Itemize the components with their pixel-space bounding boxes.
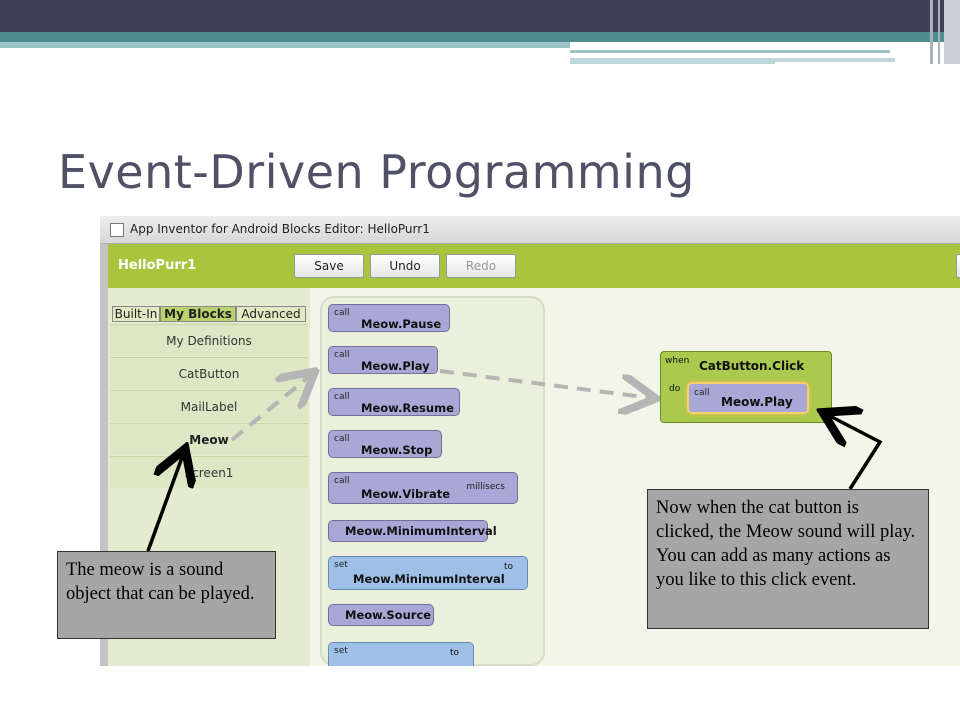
callout-meow-sound-object: The meow is a sound object that can be p…: [57, 551, 276, 639]
drawer-meow[interactable]: Meow: [110, 423, 308, 455]
drawer-maillabel[interactable]: MailLabel: [110, 390, 308, 422]
redo-button[interactable]: Redo: [446, 254, 516, 278]
meow-source-setter-partial[interactable]: set to: [328, 642, 474, 666]
save-button[interactable]: Save: [294, 254, 364, 278]
call-keyword: call: [334, 392, 350, 402]
slide-accent-line: [570, 58, 775, 64]
toolbar-button-cropped[interactable]: [956, 254, 960, 278]
to-label: to: [503, 562, 513, 572]
meow-resume-block[interactable]: call Meow.Resume: [328, 388, 460, 416]
call-keyword: call: [334, 434, 350, 444]
drawer-screen1[interactable]: Screen1: [110, 456, 308, 488]
do-keyword: do: [669, 384, 681, 394]
drawer-my-definitions[interactable]: My Definitions: [110, 324, 308, 356]
meow-source-getter[interactable]: Meow.Source: [328, 604, 434, 626]
block-label: Meow.Stop: [361, 443, 433, 457]
slide-accent-stripe: [0, 32, 960, 42]
slide-accent-line: [775, 58, 895, 62]
block-label: Meow.Resume: [361, 401, 454, 415]
meow-pause-block[interactable]: call Meow.Pause: [328, 304, 450, 332]
slide-accent-line: [570, 50, 890, 53]
meow-play-block[interactable]: call Meow.Play: [328, 346, 438, 374]
meow-stop-block[interactable]: call Meow.Stop: [328, 430, 442, 458]
to-label: to: [449, 648, 459, 658]
call-keyword: call: [334, 308, 350, 318]
meow-minimuminterval-setter[interactable]: set Meow.MinimumInterval to: [328, 556, 528, 590]
slide-title: Event-Driven Programming: [58, 145, 695, 199]
block-label: Meow.Pause: [361, 317, 442, 331]
call-keyword: call: [334, 476, 350, 486]
window-titlebar: App Inventor for Android Blocks Editor: …: [100, 216, 960, 244]
undo-button[interactable]: Undo: [370, 254, 440, 278]
blocks-flyout: call Meow.Pause call Meow.Play call Meow…: [320, 296, 545, 666]
set-keyword: set: [334, 646, 348, 656]
param-label: millisecs: [466, 482, 505, 492]
block-label: Meow.Play: [361, 359, 430, 373]
block-label: Meow.Vibrate: [361, 487, 451, 501]
call-keyword: call: [694, 388, 710, 398]
catbutton-click-event-block[interactable]: when CatButton.Click do call Meow.Play: [660, 351, 832, 423]
drawer-catbutton[interactable]: CatButton: [110, 357, 308, 389]
tab-built-in[interactable]: Built-In: [112, 306, 160, 322]
slide-accent-stripe-light: [0, 42, 570, 48]
window-title: App Inventor for Android Blocks Editor: …: [130, 222, 430, 236]
callout-click-event: Now when the cat button is clicked, the …: [647, 489, 929, 629]
slide-edge-line: [938, 0, 940, 64]
slide-edge-block: [944, 0, 960, 64]
action-name: Meow.Play: [721, 395, 793, 409]
meow-play-action-block[interactable]: call Meow.Play: [687, 382, 809, 414]
event-name: CatButton.Click: [699, 359, 805, 373]
tab-advanced[interactable]: Advanced: [236, 306, 306, 322]
set-keyword: set: [334, 560, 348, 570]
call-keyword: call: [334, 350, 350, 360]
slide-top-bar: [0, 0, 960, 32]
editor-toolbar: HelloPurr1 Save Undo Redo: [108, 244, 960, 288]
tab-my-blocks[interactable]: My Blocks: [160, 306, 236, 322]
slide-edge-line: [930, 0, 933, 64]
meow-minimuminterval-getter[interactable]: Meow.MinimumInterval: [328, 520, 497, 542]
block-label: Meow.MinimumInterval: [353, 572, 505, 586]
meow-vibrate-block[interactable]: call Meow.Vibrate millisecs: [328, 472, 518, 504]
project-name: HelloPurr1: [118, 258, 197, 273]
app-icon: [110, 223, 124, 237]
when-keyword: when: [665, 356, 690, 366]
